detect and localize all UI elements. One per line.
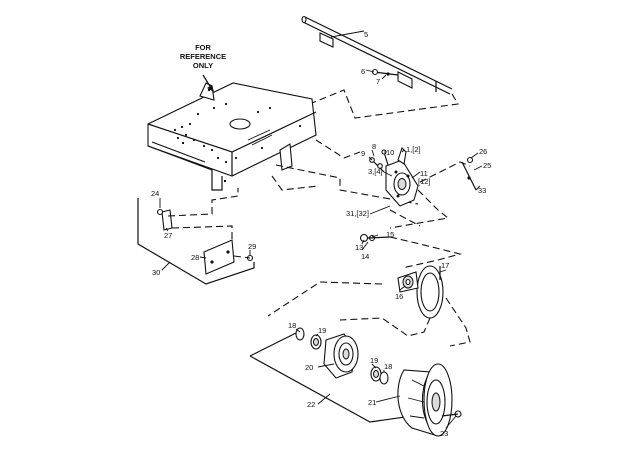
callout-28: 28 xyxy=(191,253,199,262)
bolt-6 xyxy=(371,68,399,76)
pin-25-26-33 xyxy=(461,156,477,191)
frame-plate xyxy=(147,82,317,191)
callout-5: 5 xyxy=(364,30,368,39)
callout-15: 15 xyxy=(386,230,394,239)
callout-18b: 18 xyxy=(384,362,392,371)
callout-3-4: 3,[4] xyxy=(368,167,383,176)
callout-14: 14 xyxy=(361,252,369,261)
callout-20: 20 xyxy=(305,363,313,372)
callout-9: 9 xyxy=(361,149,365,158)
bolts-8-9-10 xyxy=(369,149,389,173)
reference-arrow xyxy=(202,74,214,92)
callout-26: 26 xyxy=(479,147,487,156)
callout-30: 30 xyxy=(152,268,160,277)
brake-drum-assembly xyxy=(397,265,444,319)
callout-33: 33 xyxy=(478,186,486,195)
side-bracket-assembly xyxy=(137,188,255,285)
leader-lines xyxy=(159,69,483,429)
callout-10: 10 xyxy=(386,148,394,157)
callout-24: 24 xyxy=(151,189,159,198)
hub-bracket-assembly xyxy=(385,146,419,207)
callout-labels: 5 6 7 8 9 10 1,[2] 3,[4] 11 [12] 26 25 3… xyxy=(151,30,491,438)
callout-17: 17 xyxy=(441,261,449,270)
wheel-assembly xyxy=(249,327,462,437)
callout-23: 23 xyxy=(440,429,448,438)
callout-12: [12] xyxy=(418,177,431,186)
callout-18a: 18 xyxy=(288,321,296,330)
assembly-lines-lower xyxy=(267,281,471,347)
callout-7: 7 xyxy=(376,77,380,86)
callout-25: 25 xyxy=(483,161,491,170)
reference-note-line-2: REFERENCE xyxy=(180,52,226,61)
callout-22: 22 xyxy=(307,400,315,409)
reference-note-line-3: ONLY xyxy=(193,61,213,70)
callout-1-2: 1,[2] xyxy=(406,145,421,154)
callout-6: 6 xyxy=(361,67,365,76)
callout-21: 21 xyxy=(368,398,376,407)
callout-8: 8 xyxy=(372,142,376,151)
callout-11: 11 xyxy=(420,169,428,178)
callout-27: 27 xyxy=(164,231,172,240)
callout-31-32: 31,[32] xyxy=(346,209,369,218)
reference-note: FOR REFERENCE ONLY xyxy=(180,43,226,70)
callout-29: 29 xyxy=(248,242,256,251)
callout-19b: 19 xyxy=(370,356,378,365)
hardware-13-14-15 xyxy=(359,233,391,243)
callout-16: 16 xyxy=(395,292,403,301)
assembly-lines-upper xyxy=(271,89,471,269)
axle-shaft xyxy=(301,15,453,95)
callout-13: 13 xyxy=(355,243,363,252)
callout-19a: 19 xyxy=(318,326,326,335)
reference-note-line-1: FOR xyxy=(195,43,211,52)
